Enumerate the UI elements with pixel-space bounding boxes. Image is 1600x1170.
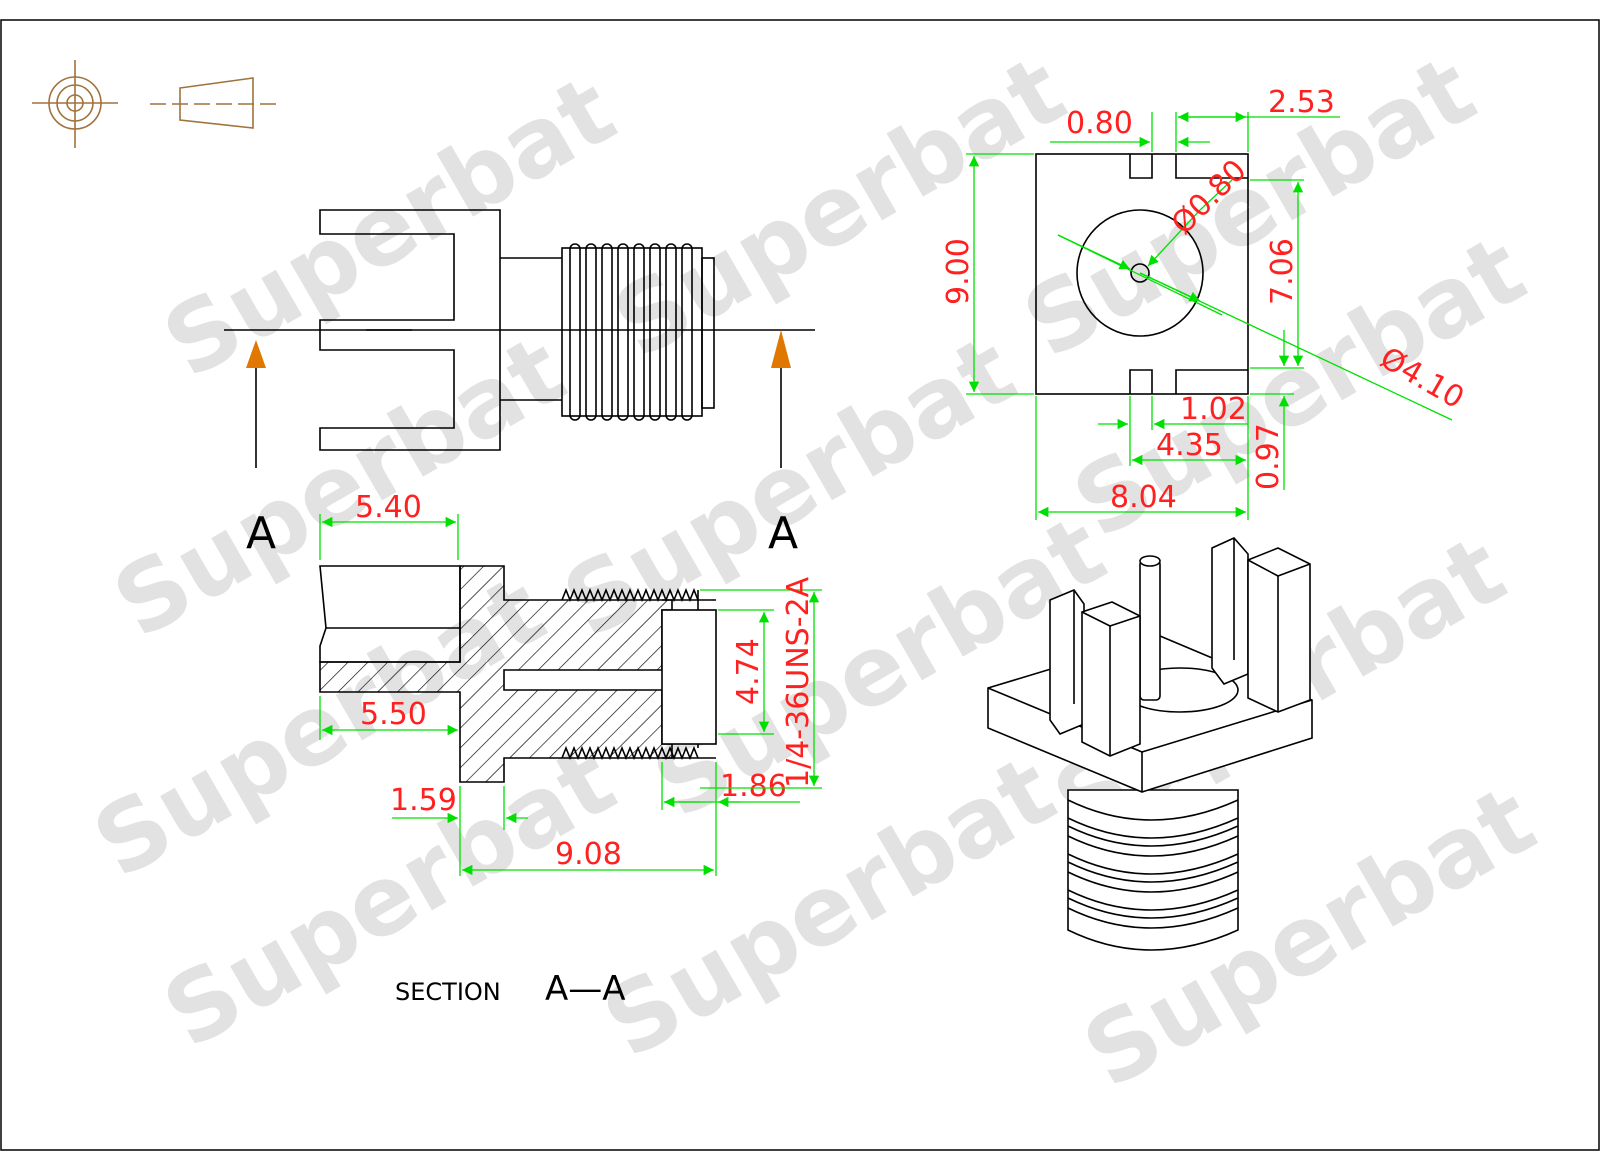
- isometric-view: [987, 537, 1313, 951]
- dim-1-59: 1.59: [390, 783, 457, 818]
- dim-0-97: 0.97: [1251, 423, 1286, 490]
- dim-thread: 1/4-36UNS-2A: [781, 576, 816, 788]
- cut-arrow-icon: [771, 330, 791, 368]
- cut-mark-right: A: [768, 508, 798, 559]
- section-label-prefix: SECTION: [395, 978, 501, 1006]
- section-label-name: A—A: [545, 969, 626, 1009]
- dim-4-35: 4.35: [1156, 428, 1223, 463]
- dim-9-00: 9.00: [941, 238, 976, 305]
- dim-9-08: 9.08: [555, 837, 622, 872]
- watermark: Superbat: [596, 34, 1083, 380]
- sheet-border: [0, 19, 1600, 1151]
- dim-1-86: 1.86: [720, 769, 787, 804]
- dim-5-40: 5.40: [355, 490, 422, 525]
- cut-arrow-icon: [246, 340, 266, 368]
- dim-2-53: 2.53: [1268, 85, 1335, 120]
- watermark-group: Superbat Superbat Superbat Superbat Supe…: [76, 34, 1553, 1110]
- thread-ribs: [569, 243, 693, 421]
- dim-4-74: 4.74: [731, 638, 766, 705]
- cut-mark-left: A: [246, 508, 276, 559]
- dim-5-50: 5.50: [360, 697, 427, 732]
- dim-7-06: 7.06: [1265, 238, 1300, 305]
- section-view: 5.40 5.50 1.59 9.08 1.86 4.74 1/4-36UNS-…: [319, 490, 822, 1009]
- dim-1-02: 1.02: [1180, 392, 1247, 427]
- side-view: A A: [224, 209, 815, 559]
- watermark: Superbat: [586, 734, 1073, 1080]
- watermark: Superbat: [146, 54, 633, 400]
- dim-0-80: 0.80: [1066, 106, 1133, 141]
- dim-8-04: 8.04: [1110, 480, 1177, 515]
- projection-symbol-icon: [32, 60, 280, 148]
